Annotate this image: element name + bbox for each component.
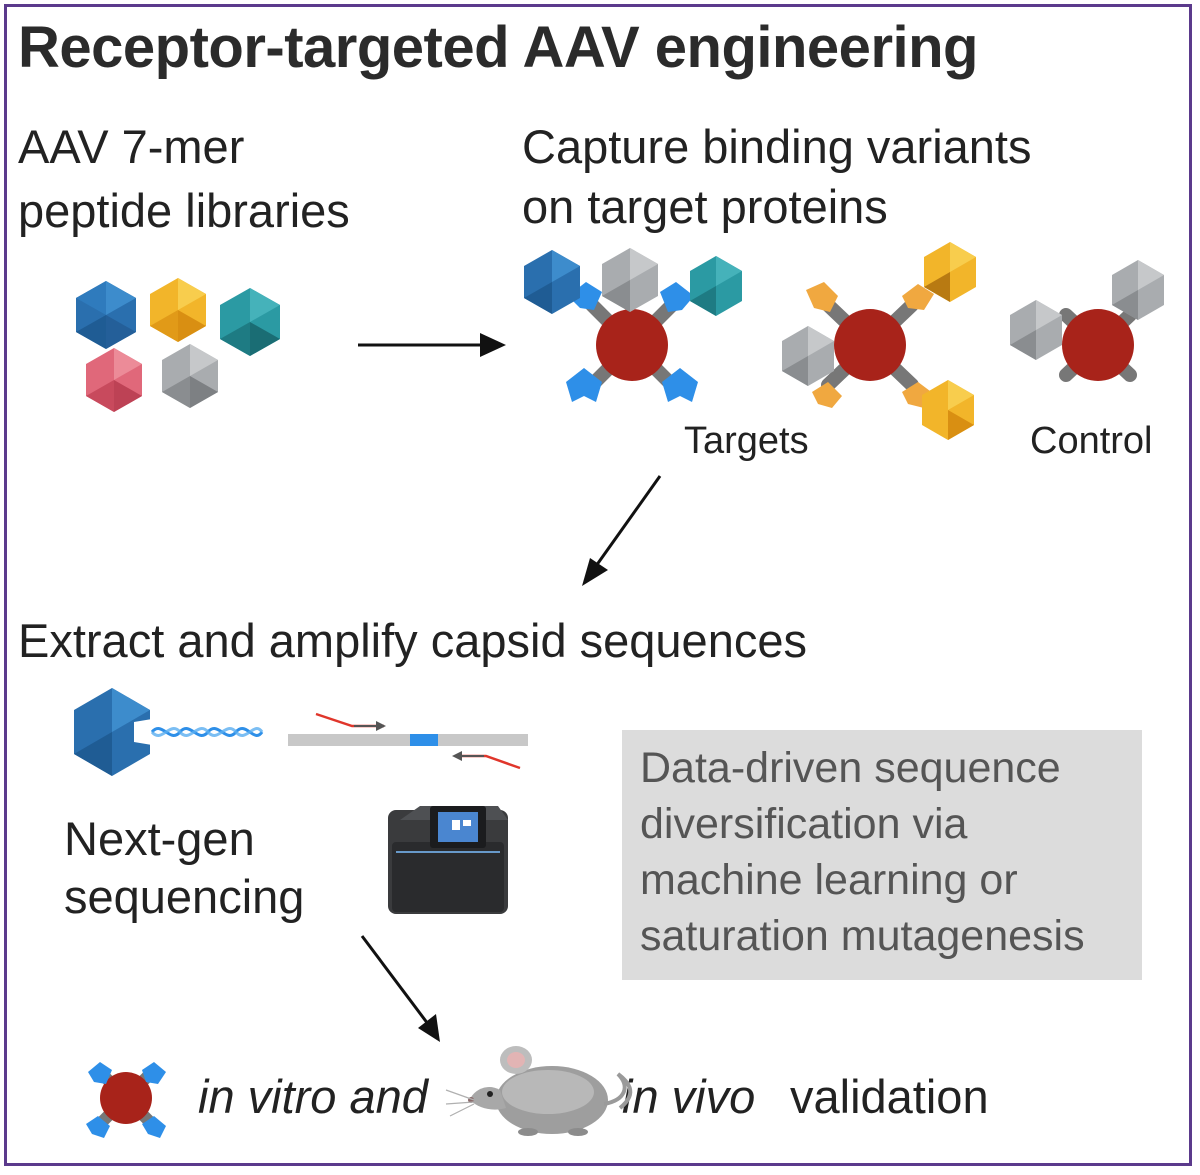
bound-capsid-grey-icon bbox=[602, 248, 658, 312]
arrow-down-right-icon bbox=[360, 935, 440, 1042]
target-receptor-blue-icon bbox=[566, 282, 698, 402]
capsid-teal-icon bbox=[220, 288, 280, 356]
control-protein-icon bbox=[1059, 308, 1137, 382]
ml-diversification-box: Data-driven sequence diversification via… bbox=[622, 730, 1142, 980]
capsid-blue-icon bbox=[76, 281, 136, 349]
ml-box-line4: saturation mutagenesis bbox=[640, 912, 1085, 960]
library-label-line2: peptide libraries bbox=[18, 184, 350, 237]
capture-label-line2: on target proteins bbox=[522, 180, 888, 233]
validation-receptor-icon bbox=[86, 1062, 166, 1138]
bound-capsid-grey-left-icon bbox=[782, 326, 834, 386]
validation-in-vivo: in vivo bbox=[622, 1070, 756, 1123]
capsid-dna-release-icon bbox=[74, 688, 264, 776]
mouse-icon bbox=[445, 1046, 633, 1136]
ml-box-line1: Data-driven sequence bbox=[640, 744, 1061, 792]
sequencer-machine-icon bbox=[388, 806, 508, 914]
control-capsid-grey-right-icon bbox=[1112, 260, 1164, 320]
bound-capsid-yellow-bottom-icon bbox=[922, 380, 974, 440]
capsid-grey-icon bbox=[162, 344, 218, 408]
ml-box-line3: machine learning or bbox=[640, 856, 1018, 904]
library-label-line1: AAV 7-mer bbox=[18, 120, 245, 173]
bound-capsid-teal-icon bbox=[690, 256, 742, 316]
arrow-down-left-icon bbox=[582, 475, 662, 586]
ngs-label-line2: sequencing bbox=[64, 870, 305, 923]
arrow-right-icon bbox=[358, 333, 506, 357]
bound-capsid-blue-icon bbox=[524, 250, 580, 314]
ngs-label-line1: Next-gen bbox=[64, 812, 255, 865]
validation-word: validation bbox=[790, 1070, 989, 1123]
target-receptor-orange-icon bbox=[806, 282, 934, 408]
bound-capsid-yellow-top-icon bbox=[924, 242, 976, 302]
targets-label: Targets bbox=[684, 420, 809, 462]
capture-label-line1: Capture binding variants bbox=[522, 120, 1032, 173]
figure-title: Receptor-targeted AAV engineering bbox=[18, 15, 978, 80]
control-label: Control bbox=[1030, 420, 1153, 462]
extract-label: Extract and amplify capsid sequences bbox=[18, 614, 807, 667]
capsid-pink-icon bbox=[86, 348, 142, 412]
pcr-amplification-icon bbox=[288, 712, 528, 770]
capsid-yellow-icon bbox=[150, 278, 206, 342]
validation-in-vitro: in vitro and bbox=[198, 1070, 428, 1123]
ml-box-line2: diversification via bbox=[640, 800, 968, 848]
control-capsid-grey-left-icon bbox=[1010, 300, 1062, 360]
